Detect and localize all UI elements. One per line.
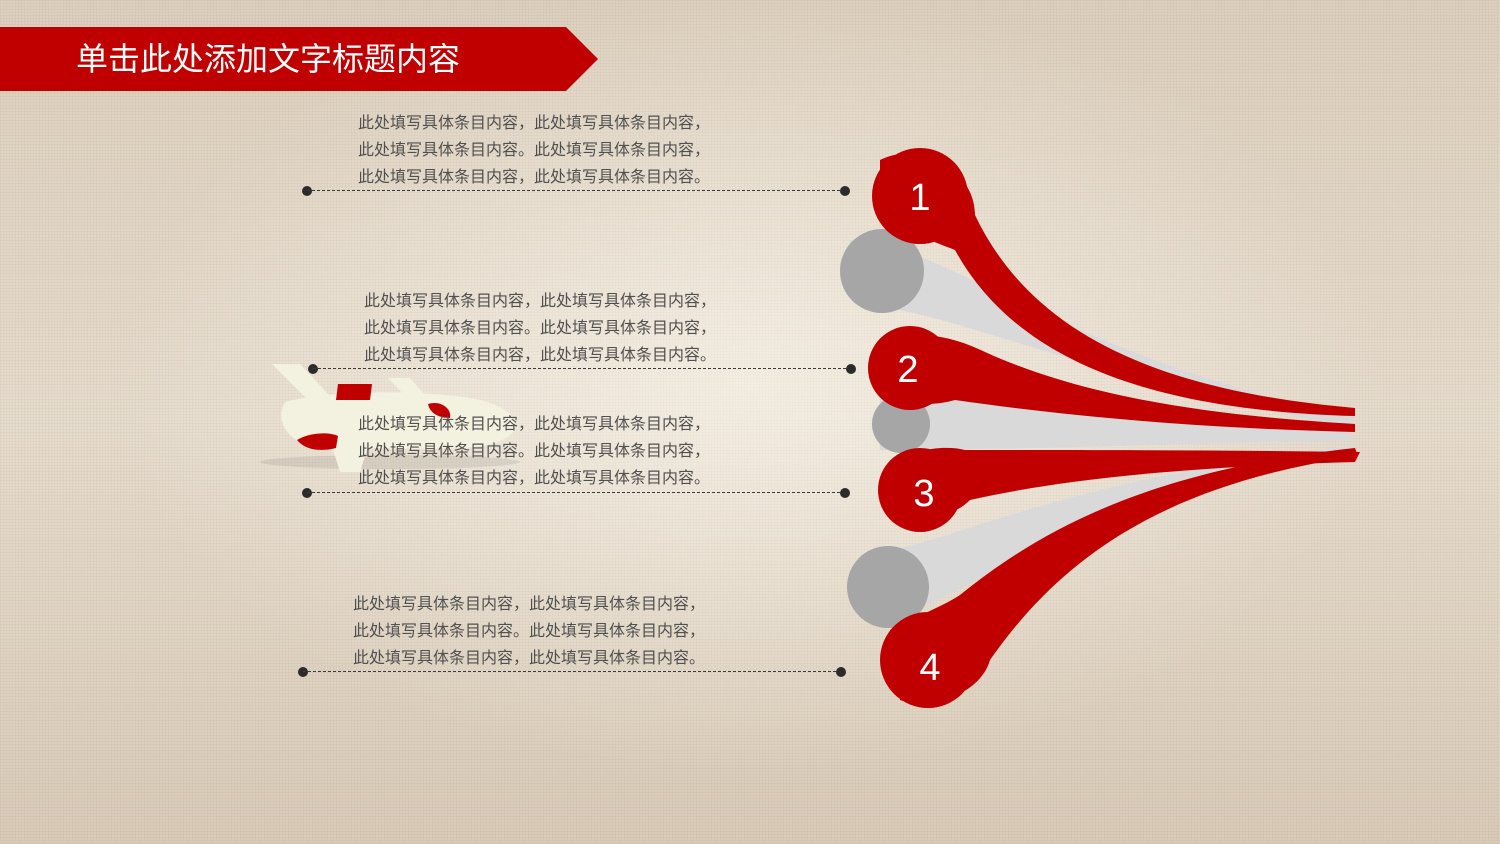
title-banner-shape — [0, 27, 598, 91]
item-text-line: 此处填写具体条目内容，此处填写具体条目内容， — [353, 594, 706, 613]
item-text-3: 此处填写具体条目内容，此处填写具体条目内容， 此处填写具体条目内容。此处填写具体… — [358, 410, 710, 491]
item-text-line: 此处填写具体条目内容。此处填写具体条目内容， — [353, 621, 706, 640]
connector-dot — [836, 667, 846, 677]
item-text-1: 此处填写具体条目内容，此处填写具体条目内容， 此处填写具体条目内容。此处填写具体… — [358, 109, 710, 190]
connector-dot — [302, 488, 312, 498]
gray-stream-1 — [850, 240, 1352, 428]
connector-dot — [840, 186, 850, 196]
page-title: 单击此处添加文字标题内容 — [76, 40, 461, 78]
item-text-line: 此处填写具体条目内容，此处填写具体条目内容， — [364, 291, 717, 310]
connector-dash — [307, 492, 845, 493]
connector-dot — [308, 364, 318, 374]
item-text-line: 此处填写具体条目内容，此处填写具体条目内容。 — [364, 345, 717, 364]
airplane-icon — [260, 364, 520, 472]
item-text-line: 此处填写具体条目内容。此处填写具体条目内容， — [364, 318, 717, 337]
connector-dash — [313, 368, 851, 369]
item-text-line: 此处填写具体条目内容，此处填写具体条目内容， — [358, 414, 711, 433]
item-text-2: 此处填写具体条目内容，此处填写具体条目内容， 此处填写具体条目内容。此处填写具体… — [364, 287, 716, 368]
red-stream-2 — [875, 335, 1355, 432]
item-text-line: 此处填写具体条目内容，此处填写具体条目内容。 — [353, 648, 706, 667]
item-number-1: 1 — [909, 177, 931, 219]
gray-stream-2 — [880, 399, 1352, 450]
red-node-1 — [872, 148, 968, 244]
red-node-3 — [878, 448, 962, 532]
item-text-4: 此处填写具体条目内容，此处填写具体条目内容， 此处填写具体条目内容。此处填写具体… — [353, 590, 705, 671]
item-text-line: 此处填写具体条目内容，此处填写具体条目内容， — [358, 113, 711, 132]
red-node-2 — [868, 326, 952, 410]
connector-line-3 — [302, 488, 850, 498]
title-banner: 单击此处添加文字标题内容 — [0, 27, 600, 91]
connector-dot — [298, 667, 308, 677]
item-number-3: 3 — [913, 473, 935, 515]
item-text-line: 此处填写具体条目内容，此处填写具体条目内容。 — [358, 167, 711, 186]
connector-line-4 — [298, 667, 846, 677]
item-number-4: 4 — [919, 647, 941, 689]
item-number-2: 2 — [897, 349, 919, 391]
connector-dash — [307, 190, 845, 191]
connector-dot — [846, 364, 856, 374]
gray-node-3 — [847, 546, 929, 628]
item-text-line: 此处填写具体条目内容。此处填写具体条目内容， — [358, 140, 711, 159]
connector-line-1 — [302, 186, 850, 196]
item-text-line: 此处填写具体条目内容。此处填写具体条目内容， — [358, 441, 711, 460]
connector-dash — [303, 671, 841, 672]
red-node-4 — [880, 612, 976, 708]
connector-dot — [840, 488, 850, 498]
red-stream-3 — [885, 447, 1360, 517]
connector-line-2 — [308, 364, 856, 374]
connector-dot — [302, 186, 312, 196]
gray-node-1 — [840, 229, 924, 313]
item-text-line: 此处填写具体条目内容，此处填写具体条目内容。 — [358, 468, 711, 487]
